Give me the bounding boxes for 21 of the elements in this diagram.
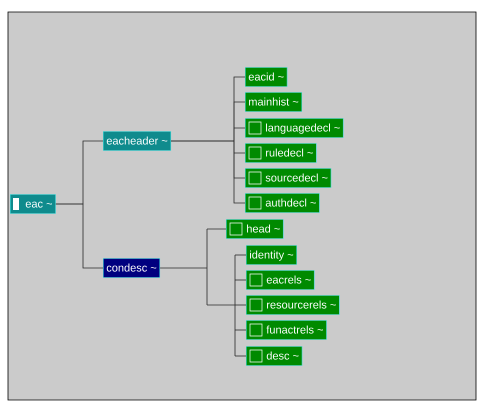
- connector-line: [170, 140, 246, 204]
- element-box: desc ~: [246, 346, 302, 366]
- element-box: eacheader ~: [103, 131, 172, 151]
- element-box: head ~: [226, 219, 284, 239]
- connector-line: [55, 204, 104, 268]
- element-box: eacrels ~: [246, 270, 315, 290]
- element-box: eacid ~: [245, 67, 288, 87]
- element-box: funactrels ~: [246, 320, 327, 340]
- element-box: identity ~: [246, 245, 297, 265]
- connector-line: [234, 304, 246, 306]
- element-box: authdecl ~: [245, 193, 320, 213]
- element-box: condesc ~: [103, 258, 160, 278]
- element-box: resourcerels ~: [246, 295, 340, 315]
- element-box: mainhist ~: [245, 92, 302, 112]
- element-box: sourcedecl ~: [245, 168, 332, 188]
- connector-line: [234, 254, 246, 256]
- connector-line: [206, 228, 226, 230]
- element-box: languagedecl ~: [245, 118, 344, 138]
- connector-line: [160, 228, 236, 356]
- element-box: ruledecl ~: [245, 143, 317, 163]
- element-box: eac ~: [10, 194, 56, 214]
